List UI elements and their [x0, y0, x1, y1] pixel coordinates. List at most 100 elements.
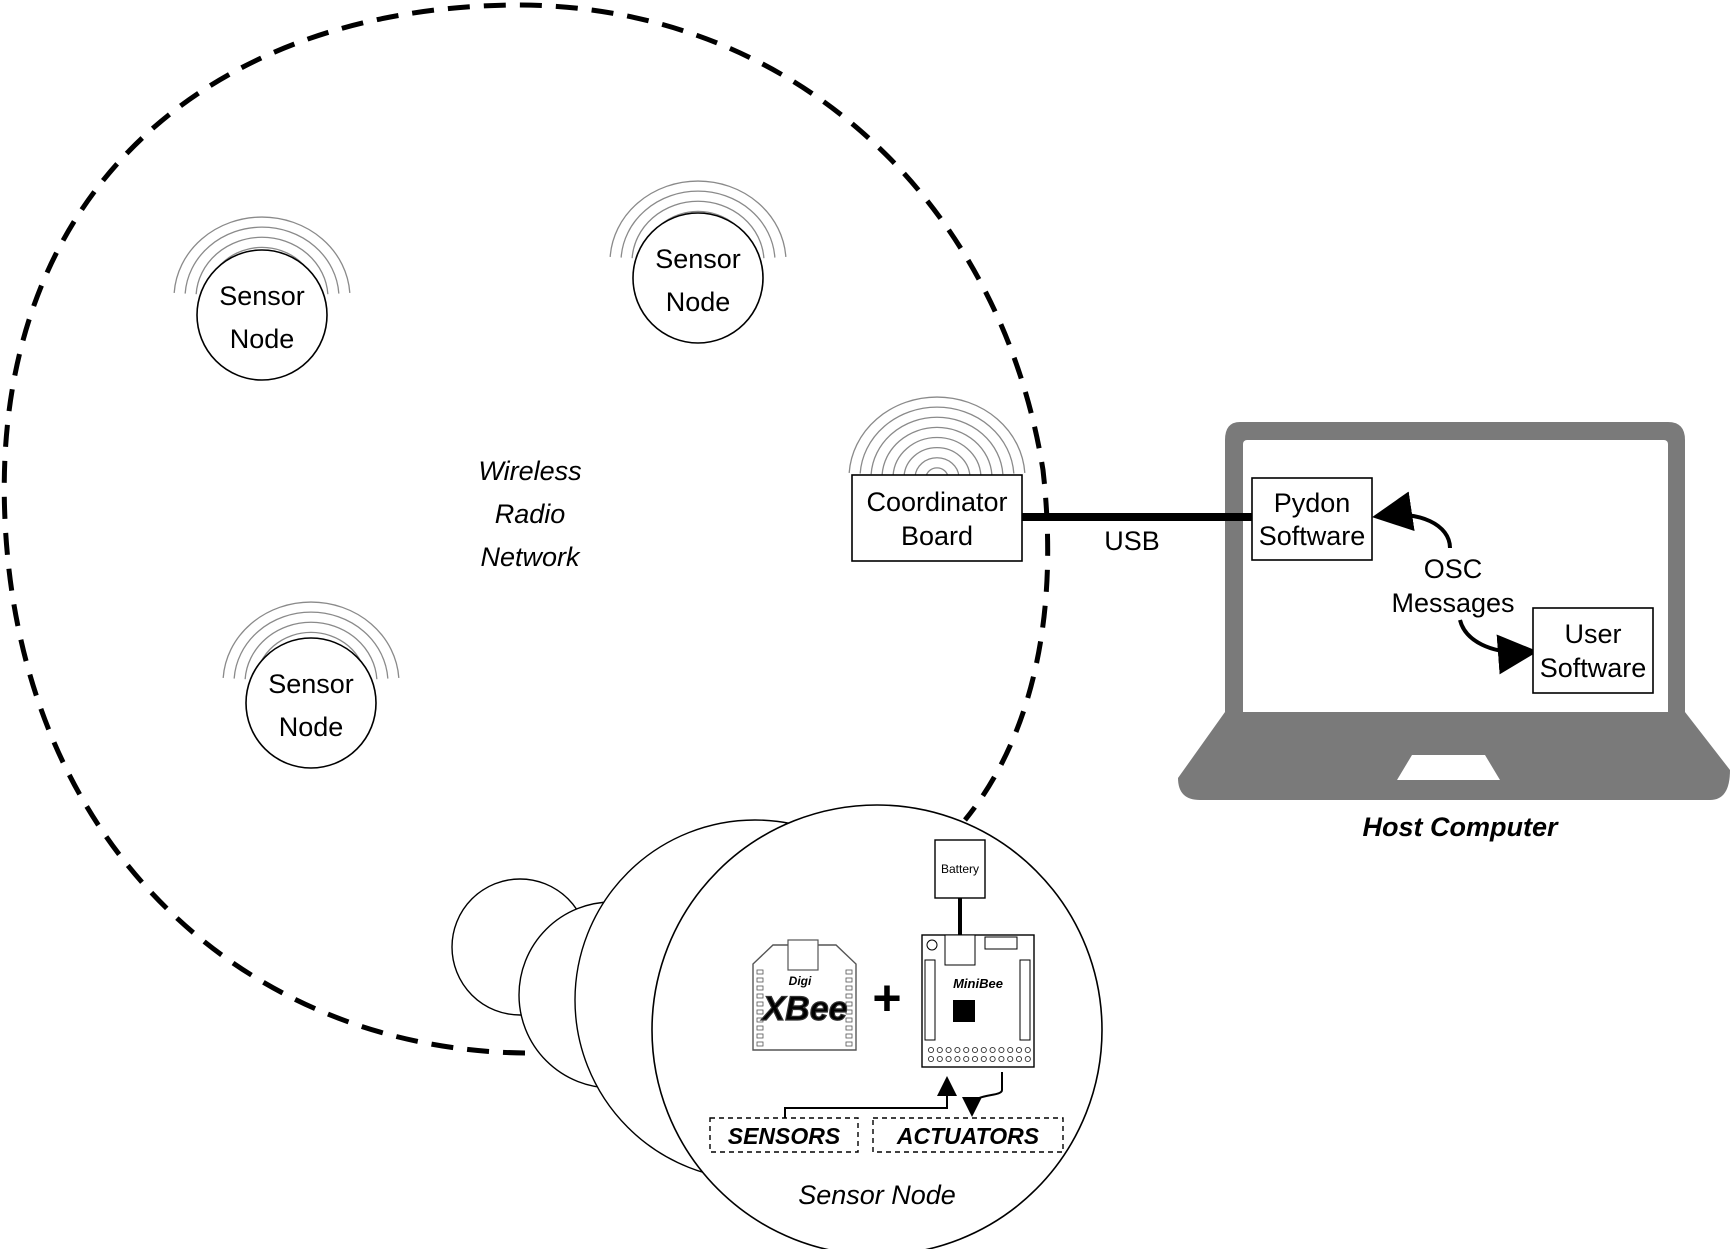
minibee-chip	[953, 1000, 975, 1022]
actuators-box: ACTUATORS	[872, 1117, 1064, 1153]
user-software-box: User Software	[1532, 607, 1654, 694]
pin-hole	[989, 1055, 996, 1063]
radio-wave-arc	[233, 611, 389, 679]
digi-logo: Digi	[789, 974, 812, 988]
pin-pad	[845, 977, 853, 983]
pin-hole	[954, 1046, 961, 1054]
radio-wave-arc	[914, 457, 960, 477]
xbee-module: Digi XBee	[752, 939, 857, 1051]
pin-hole	[1024, 1046, 1031, 1054]
pin-pad	[756, 985, 764, 991]
pin-hole	[945, 1055, 952, 1063]
pin-hole	[963, 1046, 970, 1054]
pin-pad	[845, 1033, 853, 1039]
pin-hole	[1007, 1046, 1014, 1054]
actuators-wire	[962, 1072, 1003, 1117]
sensor-node-3-line1: Sensor	[268, 669, 354, 699]
pin-pad	[845, 1009, 853, 1015]
minibee-pins	[927, 1046, 1031, 1063]
pin-hole	[936, 1046, 943, 1054]
pin-hole	[980, 1055, 987, 1063]
pin-pad	[845, 969, 853, 975]
pydon-software-box: Pydon Software	[1251, 477, 1373, 561]
user-line2: Software	[1540, 653, 1647, 683]
pin-hole	[954, 1055, 961, 1063]
pin-hole	[936, 1055, 943, 1063]
pin-hole	[1015, 1055, 1023, 1063]
pin-hole	[1015, 1046, 1023, 1054]
network-label-line1: Wireless	[478, 456, 581, 486]
radio-wave-arc	[881, 426, 993, 475]
osc-arrow-down	[1458, 619, 1538, 675]
coordinator-board: Coordinator Board	[851, 474, 1023, 562]
xbee-pins	[756, 969, 853, 1047]
pin-hole	[989, 1046, 996, 1054]
pin-hole	[998, 1046, 1005, 1054]
pin-pad	[845, 1041, 853, 1047]
pin-hole	[963, 1055, 970, 1063]
radio-wave-arc	[184, 226, 340, 294]
pin-pad	[845, 1001, 853, 1007]
radio-waves-icon	[848, 396, 1026, 478]
radio-wave-arc	[859, 406, 1015, 474]
radio-wave-arc	[620, 190, 776, 258]
radio-wave-arc	[609, 180, 787, 257]
pin-pad	[845, 993, 853, 999]
radio-wave-arc	[222, 601, 400, 678]
pin-pad	[756, 1025, 764, 1031]
usb-label: USB	[1104, 526, 1160, 556]
sensor-node-2-line2: Node	[666, 287, 731, 317]
sensors-label: SENSORS	[728, 1123, 841, 1149]
radio-wave-arc	[892, 436, 982, 476]
sensor-node-detail-title: Sensor Node	[798, 1180, 956, 1210]
network-boundary	[1, 2, 1051, 1056]
network-label-line2: Radio	[495, 499, 566, 529]
pin-pad	[756, 977, 764, 983]
radio-wave-arc	[848, 396, 1026, 473]
radio-wave-arc	[925, 467, 949, 478]
plus-sign: +	[872, 970, 901, 1026]
pin-hole	[927, 1046, 935, 1054]
battery-label: Battery	[941, 862, 979, 876]
pin-hole	[998, 1055, 1005, 1063]
sensor-node-1: Sensor Node	[196, 249, 328, 381]
sensor-node-1-line1: Sensor	[219, 281, 305, 311]
sensor-node-2-line1: Sensor	[655, 244, 741, 274]
pin-pad	[845, 985, 853, 991]
pin-pad	[845, 1017, 853, 1023]
pin-hole	[1007, 1055, 1014, 1063]
pin-hole	[980, 1046, 987, 1054]
minibee-label: MiniBee	[953, 976, 1003, 991]
osc-arrow-up	[1372, 491, 1452, 549]
coordinator-line2: Board	[901, 521, 973, 551]
radio-wave-arc	[631, 200, 765, 259]
pin-pad	[756, 1001, 764, 1007]
pin-hole	[927, 1055, 935, 1063]
sensor-node-1-line2: Node	[230, 324, 295, 354]
pydon-line2: Software	[1259, 521, 1366, 551]
radio-wave-arc	[903, 447, 971, 477]
pin-pad	[756, 969, 764, 975]
pin-hole	[971, 1046, 979, 1054]
minibee-board: MiniBee	[921, 934, 1035, 1068]
xbee-logo: XBee	[760, 990, 847, 1028]
pin-pad	[756, 1009, 764, 1015]
pydon-line1: Pydon	[1274, 488, 1351, 518]
pin-pad	[756, 1017, 764, 1023]
sensor-node-3-line2: Node	[279, 712, 344, 742]
pin-pad	[845, 1025, 853, 1031]
osc-line2: Messages	[1391, 588, 1514, 618]
sensor-node-2: Sensor Node	[632, 212, 764, 344]
battery-icon: Battery	[934, 839, 986, 899]
pin-hole	[971, 1055, 979, 1063]
host-computer-title: Host Computer	[1363, 812, 1559, 842]
pin-hole	[1024, 1055, 1031, 1063]
actuators-label: ACTUATORS	[896, 1123, 1040, 1149]
pin-pad	[756, 993, 764, 999]
sensors-wire	[784, 1076, 957, 1118]
radio-wave-arc	[195, 236, 329, 295]
radio-wave-arc	[870, 416, 1004, 475]
osc-line1: OSC	[1424, 554, 1483, 584]
